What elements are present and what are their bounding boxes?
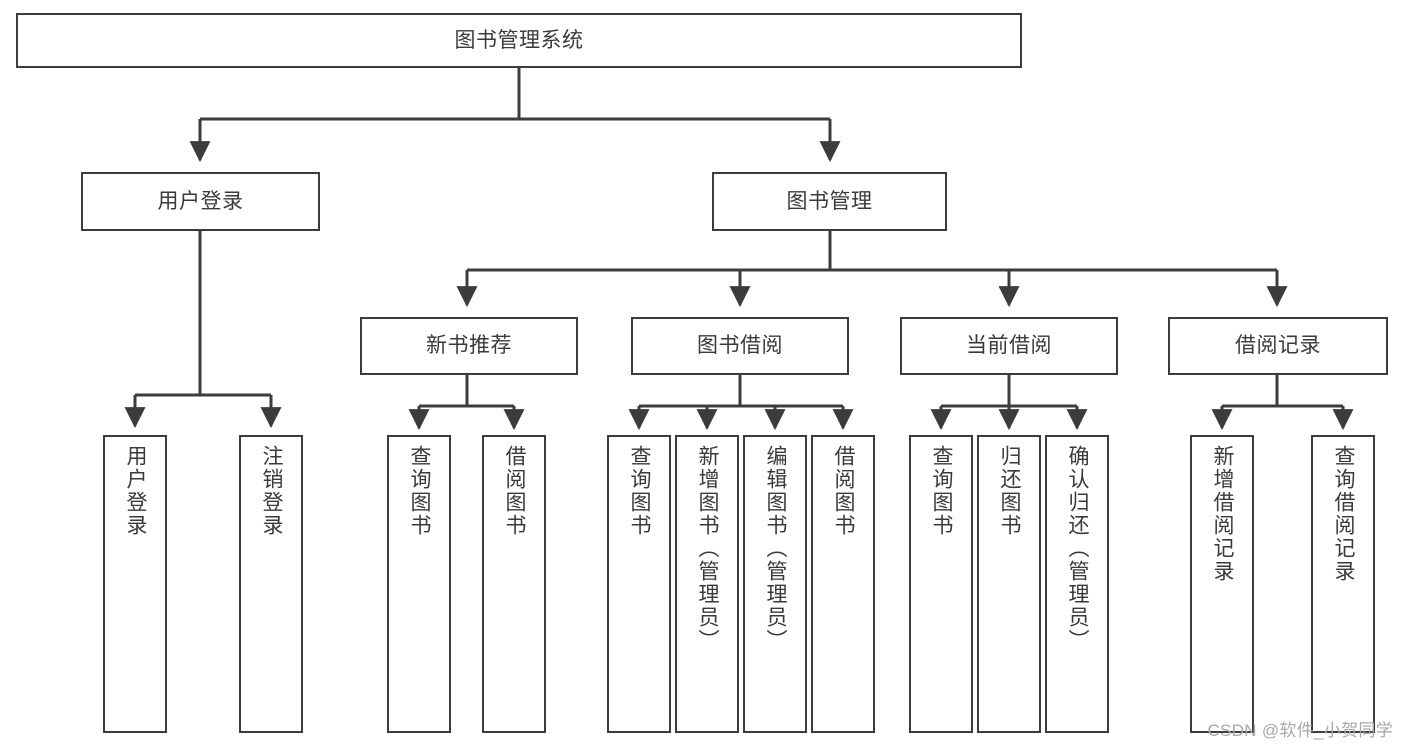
node-leaf-confirm-return[interactable]: 确认归还（管理员） [1045,435,1109,733]
node-leaf-return-book-label: 归还图书 [998,445,1022,537]
node-leaf-query-book-3[interactable]: 查询图书 [909,435,973,733]
node-leaf-query-book-1-label: 查询图书 [408,445,432,537]
node-leaf-add-book[interactable]: 新增图书（管理员） [675,435,739,733]
node-leaf-borrow-book-1-label: 借阅图书 [503,445,527,537]
node-leaf-user-logout[interactable]: 注销登录 [239,435,303,733]
node-leaf-user-login-label: 用户登录 [124,445,148,537]
node-leaf-user-logout-label: 注销登录 [260,445,284,537]
node-leaf-borrow-book-2[interactable]: 借阅图书 [811,435,875,733]
node-leaf-query-book-2[interactable]: 查询图书 [607,435,671,733]
node-leaf-confirm-return-label: 确认归还（管理员） [1066,445,1090,652]
node-user-login-label: 用户登录 [157,189,244,213]
node-leaf-user-login[interactable]: 用户登录 [103,435,167,733]
node-leaf-add-record[interactable]: 新增借阅记录 [1190,435,1254,733]
node-leaf-add-book-label: 新增图书（管理员） [696,445,720,652]
node-leaf-query-record[interactable]: 查询借阅记录 [1311,435,1375,733]
watermark-text: CSDN @软件_小贺同学 [1207,721,1393,740]
node-leaf-return-book[interactable]: 归还图书 [977,435,1041,733]
node-borrow-record[interactable]: 借阅记录 [1168,317,1388,375]
node-user-login[interactable]: 用户登录 [81,172,320,231]
node-leaf-query-book-1[interactable]: 查询图书 [387,435,451,733]
node-leaf-query-record-label: 查询借阅记录 [1332,445,1356,583]
node-leaf-edit-book-label: 编辑图书（管理员） [764,445,788,652]
node-current-borrow[interactable]: 当前借阅 [900,317,1118,375]
node-book-borrow[interactable]: 图书借阅 [631,317,849,375]
node-leaf-query-book-3-label: 查询图书 [930,445,954,537]
node-leaf-add-record-label: 新增借阅记录 [1211,445,1235,583]
node-new-book-recommend[interactable]: 新书推荐 [360,317,578,375]
node-root-label: 图书管理系统 [454,28,584,52]
node-book-management-label: 图书管理 [786,189,873,213]
node-leaf-borrow-book-2-label: 借阅图书 [832,445,856,537]
node-book-management[interactable]: 图书管理 [712,172,947,231]
node-leaf-edit-book[interactable]: 编辑图书（管理员） [743,435,807,733]
node-borrow-record-label: 借阅记录 [1235,334,1321,358]
node-leaf-borrow-book-1[interactable]: 借阅图书 [482,435,546,733]
node-leaf-query-book-2-label: 查询图书 [628,445,652,537]
node-new-book-recommend-label: 新书推荐 [426,334,512,358]
node-book-borrow-label: 图书借阅 [697,334,783,358]
node-root[interactable]: 图书管理系统 [16,13,1022,68]
node-current-borrow-label: 当前借阅 [966,334,1052,358]
